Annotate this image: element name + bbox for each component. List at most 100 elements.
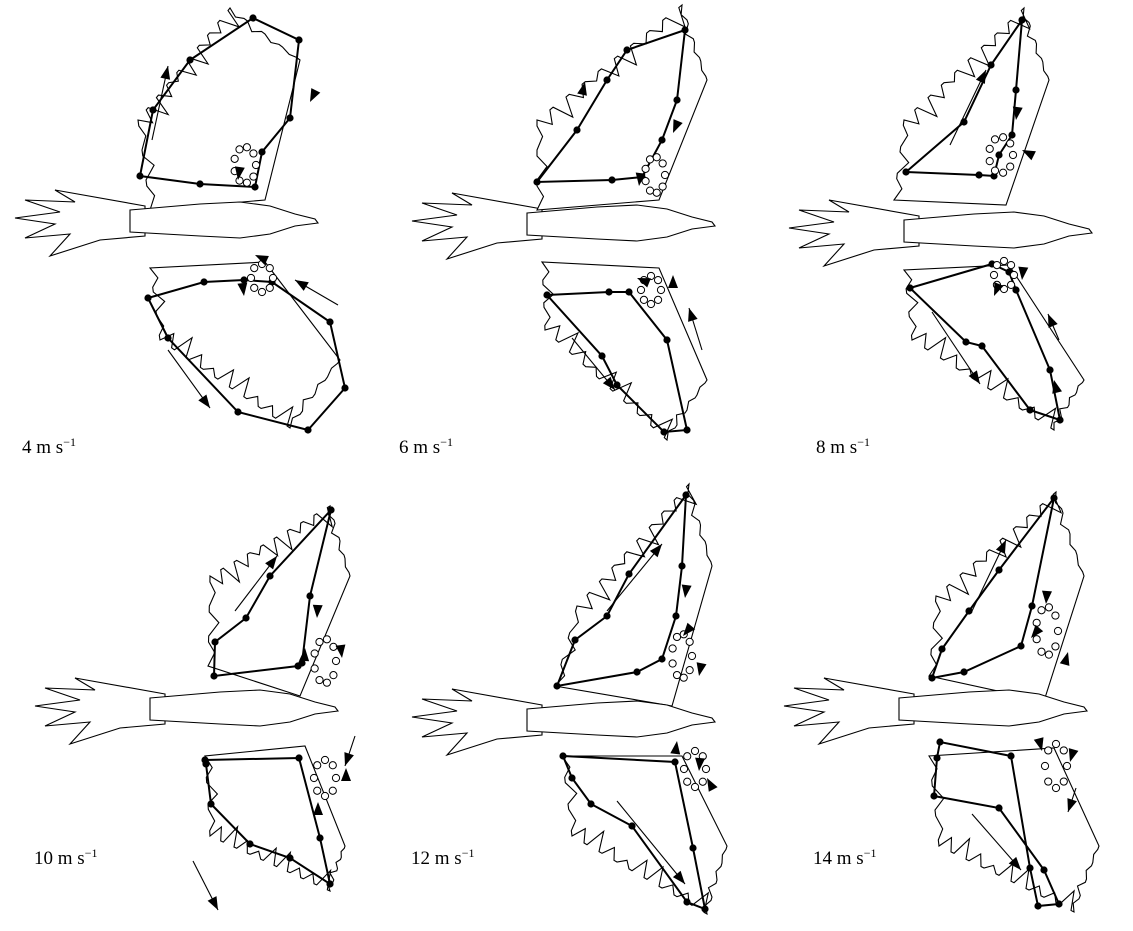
wrist-point <box>316 638 323 645</box>
speed-exponent: −1 <box>63 435 76 449</box>
wingtip-point <box>553 682 560 689</box>
wrist-point <box>1052 643 1059 650</box>
wingtip-point <box>1017 642 1024 649</box>
speed-unit: m s <box>413 437 440 458</box>
arrow-head-icon <box>670 741 680 755</box>
wrist-point <box>647 300 654 307</box>
wingtip-point <box>202 760 209 767</box>
wingtip-point <box>658 136 665 143</box>
wingtip-point <box>978 342 985 349</box>
speed-value: 12 <box>411 848 430 869</box>
wingtip-point <box>671 758 678 765</box>
wingtip-point <box>211 638 218 645</box>
speed-label: 12 m s−1 <box>411 848 474 870</box>
wrist-point <box>1045 651 1052 658</box>
wingtip-point <box>559 752 566 759</box>
wrist-point <box>637 286 644 293</box>
speed-value: 10 <box>34 848 53 869</box>
wrist-point <box>986 145 993 152</box>
arrow-head-icon <box>1048 314 1058 328</box>
wrist-point <box>680 765 687 772</box>
wingtip-point <box>625 288 632 295</box>
wrist-point <box>1052 740 1059 747</box>
speed-label: 8 m s−1 <box>816 437 870 459</box>
wingtip-point <box>608 176 615 183</box>
wingtip-point <box>975 171 982 178</box>
speed-exponent: −1 <box>857 435 870 449</box>
wrist-point <box>311 650 318 657</box>
arrow-head-icon <box>295 280 309 291</box>
wrist-point <box>1038 607 1045 614</box>
wingtip-point <box>234 408 241 415</box>
wingtip-point <box>689 844 696 851</box>
wingtip-point <box>605 288 612 295</box>
wingtip-point <box>306 592 313 599</box>
wrist-point <box>266 284 273 291</box>
wrist-point <box>686 638 693 645</box>
wingtip-point <box>240 276 247 283</box>
wingtip-point <box>633 668 640 675</box>
wrist-point <box>654 277 661 284</box>
bird-body <box>899 690 1087 726</box>
speed-unit: m s <box>830 437 857 458</box>
wingtip-point <box>294 662 301 669</box>
wrist-point <box>646 187 653 194</box>
wingtip-point <box>304 426 311 433</box>
bird-tail <box>412 689 542 755</box>
wrist-point <box>1045 778 1052 785</box>
wingtip-point <box>995 804 1002 811</box>
wingtip-point <box>603 76 610 83</box>
wingtip-point <box>200 278 207 285</box>
wingtip-point <box>242 614 249 621</box>
wrist-point <box>310 774 317 781</box>
panel-12-mps: 12 m s−1 <box>377 466 754 931</box>
arrow-head-icon <box>688 308 698 322</box>
wrist-point <box>688 652 695 659</box>
wrist-point <box>236 177 243 184</box>
bird-tail <box>412 193 542 259</box>
speed-exponent: −1 <box>864 846 877 860</box>
wingtip-point <box>906 284 913 291</box>
wrist-point <box>1060 747 1067 754</box>
wingtip-point <box>701 905 708 912</box>
wrist-point <box>1041 762 1048 769</box>
wrist-point <box>657 286 664 293</box>
wingtip-point <box>1026 406 1033 413</box>
speed-exponent: −1 <box>462 846 475 860</box>
wrist-point <box>1007 163 1014 170</box>
wingtip-point <box>672 612 679 619</box>
wrist-point <box>251 284 258 291</box>
wrist-point <box>653 154 660 161</box>
wingtip-point <box>251 183 258 190</box>
speed-label: 14 m s−1 <box>813 848 876 870</box>
wrist-point <box>653 189 660 196</box>
wingtip-point <box>660 428 667 435</box>
arrow-head-icon <box>160 66 170 80</box>
wrist-point <box>1038 648 1045 655</box>
wingtip-point <box>965 607 972 614</box>
speed-label: 6 m s−1 <box>399 437 453 459</box>
wingtip-point <box>625 570 632 577</box>
wrist-point <box>323 636 330 643</box>
wingtip-point <box>149 106 156 113</box>
wrist-point <box>330 672 337 679</box>
wingtip-point <box>1055 900 1062 907</box>
wingtip-point <box>1007 752 1014 759</box>
arrow-head-icon <box>668 275 678 288</box>
wrist-point <box>640 296 647 303</box>
wrist-point <box>314 787 321 794</box>
speed-label: 10 m s−1 <box>34 848 97 870</box>
wingtip-point <box>573 126 580 133</box>
wingtip-point <box>258 148 265 155</box>
wrist-point <box>684 753 691 760</box>
wrist-point <box>991 136 998 143</box>
wrist-point <box>991 167 998 174</box>
wingtip-point <box>295 754 302 761</box>
wingtip-point <box>681 26 688 33</box>
wingtip-point <box>936 738 943 745</box>
wingtip-point <box>316 834 323 841</box>
bird-body <box>150 690 338 726</box>
wrist-point <box>311 665 318 672</box>
wingtip-point <box>207 800 214 807</box>
wingtip-point <box>1012 86 1019 93</box>
